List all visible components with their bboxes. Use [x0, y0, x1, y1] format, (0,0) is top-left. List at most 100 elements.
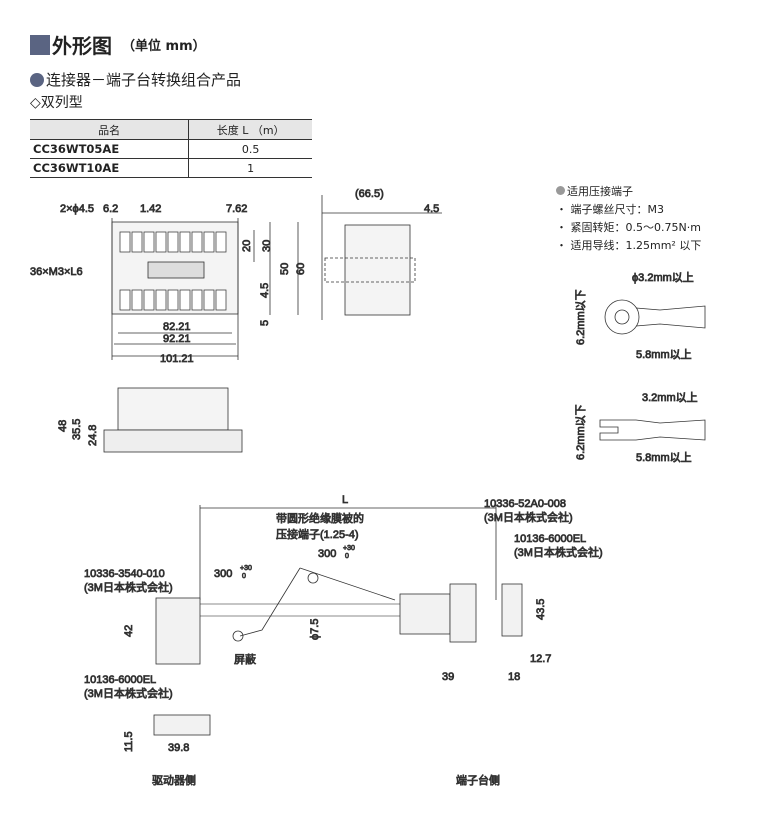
fork-width-dim: 6.2mm以下: [575, 404, 587, 460]
tol: 0: [242, 573, 246, 580]
dim-66-5: (66.5): [355, 188, 384, 200]
right-conn-part: 10336-52A0-008: [484, 498, 566, 510]
dim-7-62: 7.62: [226, 203, 247, 215]
terminal-block-front-view: 48 35.5 24.8: [57, 387, 243, 453]
ring-hole-dim: ϕ3.2mm以上: [632, 271, 694, 284]
dim-50: 50: [279, 263, 291, 275]
dim-35-5: 35.5: [71, 419, 83, 440]
dim-39: 39: [442, 671, 454, 683]
dim-6-2: 6.2: [103, 203, 118, 215]
section-subtitle: ◇双列型: [30, 95, 83, 111]
terminal-spec: 适用压接端子 ・ 端子螺丝尺寸：M3 ・ 紧固转矩：0.5～0.75N·m ・ …: [556, 183, 701, 255]
dim-12-7: 12.7: [530, 653, 551, 665]
ring-width-dim: 6.2mm以下: [575, 289, 587, 345]
terminal-screw: [215, 289, 227, 311]
cell-length: 0.5: [188, 139, 312, 159]
terminal-screw: [167, 231, 179, 253]
tol: +30: [240, 565, 252, 572]
terminal-screw: [143, 231, 155, 253]
cable-assembly-drawing: L 带圆形绝缘膜被的 压接端子(1.25-4) 300 +30 0 300 +3…: [84, 494, 603, 788]
dim-101-21: 101.21: [160, 353, 194, 365]
dim-1-42: 1.42: [140, 203, 161, 215]
cell-length: 1: [188, 158, 312, 178]
dim-hole: 2×ϕ4.5: [60, 203, 94, 215]
ring-terminal-drawing: ϕ3.2mm以上 6.2mm以下 5.8mm以上: [575, 271, 706, 361]
terminal-screw: [203, 231, 215, 253]
terminal-side-label: 端子台侧: [456, 773, 500, 787]
terminal-screw: [155, 289, 167, 311]
bullet-circle-icon: [30, 72, 44, 87]
spec-item: ・ 端子螺丝尺寸：M3: [556, 203, 664, 216]
dim-60: 60: [295, 263, 307, 275]
section-title: 连接器－端子台转换组合产品: [30, 69, 241, 90]
terminal-screw: [119, 289, 131, 311]
terminal-screw: [143, 289, 155, 311]
dim-43-5: 43.5: [535, 599, 547, 620]
terminal-block-side-view: (66.5) 4.5: [321, 188, 442, 320]
bullet-icon: [556, 186, 565, 195]
dim-dia: ϕ7.5: [309, 619, 321, 640]
terminal-screw: [191, 231, 203, 253]
dim-30: 30: [261, 240, 273, 252]
col-length: 长度 L （m）: [188, 119, 312, 140]
dim-92-21: 92.21: [163, 333, 191, 345]
dim-39-8: 39.8: [168, 742, 189, 754]
dim-4-5: 4.5: [259, 283, 271, 298]
terminal-screw: [131, 289, 143, 311]
section-title-text: 连接器－端子台转换组合产品: [46, 71, 242, 89]
left-conn-maker: (3M日本株式会社): [84, 580, 173, 594]
page-title: 外形图 （单位 mm）: [30, 30, 206, 59]
spec-item: ・ 紧固转矩：0.5～0.75N·m: [556, 221, 701, 234]
left-conn-part: 10336-3540-010: [84, 568, 165, 580]
terminal-screw: [167, 289, 179, 311]
fork-length-dim: 5.8mm以上: [636, 451, 692, 464]
terminal-screw: [203, 289, 215, 311]
dim-48: 48: [57, 420, 69, 432]
lug-label-2: 压接端子(1.25-4): [276, 528, 359, 541]
dim-20: 20: [241, 240, 253, 252]
spec-item: ・ 适用导线：1.25mm² 以下: [556, 239, 702, 252]
title-square-icon: [30, 34, 50, 55]
tol: 0: [345, 553, 349, 560]
title-text: 外形图: [52, 34, 112, 58]
unit-text: （单位 mm）: [122, 39, 206, 54]
dim-42: 42: [123, 625, 135, 637]
right-plug-part: 10136-6000EL: [514, 533, 586, 545]
dim-18: 18: [508, 671, 520, 683]
dim-82-21: 82.21: [163, 321, 191, 333]
cell-model: CC36WT10AE: [30, 158, 189, 178]
shield-label: 屏蔽: [234, 653, 256, 666]
terminal-block-top-view: 2×ϕ4.5 6.2 1.42 7.62 36×M3×L6 20 30 50 6…: [30, 203, 308, 366]
dim-side-4-5: 4.5: [424, 203, 439, 215]
terminal-screw: [179, 231, 191, 253]
driver-side-label: 驱动器侧: [152, 774, 196, 787]
cell-model: CC36WT05AE: [30, 139, 189, 159]
spec-title: 适用压接端子: [567, 185, 633, 198]
terminal-screw: [179, 289, 191, 311]
dim-11-5: 11.5: [123, 731, 135, 752]
right-conn-maker: (3M日本株式会社): [484, 510, 573, 524]
terminal-screw: [119, 231, 131, 253]
terminal-screw: [191, 289, 203, 311]
terminal-screw: [215, 231, 227, 253]
left-plug-maker: (3M日本株式会社): [84, 686, 173, 700]
left-plug-part: 10136-6000EL: [84, 674, 156, 686]
right-plug-maker: (3M日本株式会社): [514, 545, 603, 559]
dim-300-b: 300: [318, 548, 336, 560]
lug-label-1: 带圆形绝缘膜被的: [276, 511, 364, 525]
col-model: 品名: [30, 119, 189, 140]
fork-gap-dim: 3.2mm以上: [642, 391, 698, 404]
dim-300-a: 300: [214, 568, 232, 580]
dim-24-8: 24.8: [87, 425, 99, 446]
dim-screw: 36×M3×L6: [30, 266, 83, 278]
terminal-screw: [131, 231, 143, 253]
dim-5: 5: [259, 320, 271, 326]
terminal-screw: [155, 231, 167, 253]
tol: +30: [343, 545, 355, 552]
fork-terminal-drawing: 3.2mm以上 6.2mm以下 5.8mm以上: [575, 391, 706, 464]
